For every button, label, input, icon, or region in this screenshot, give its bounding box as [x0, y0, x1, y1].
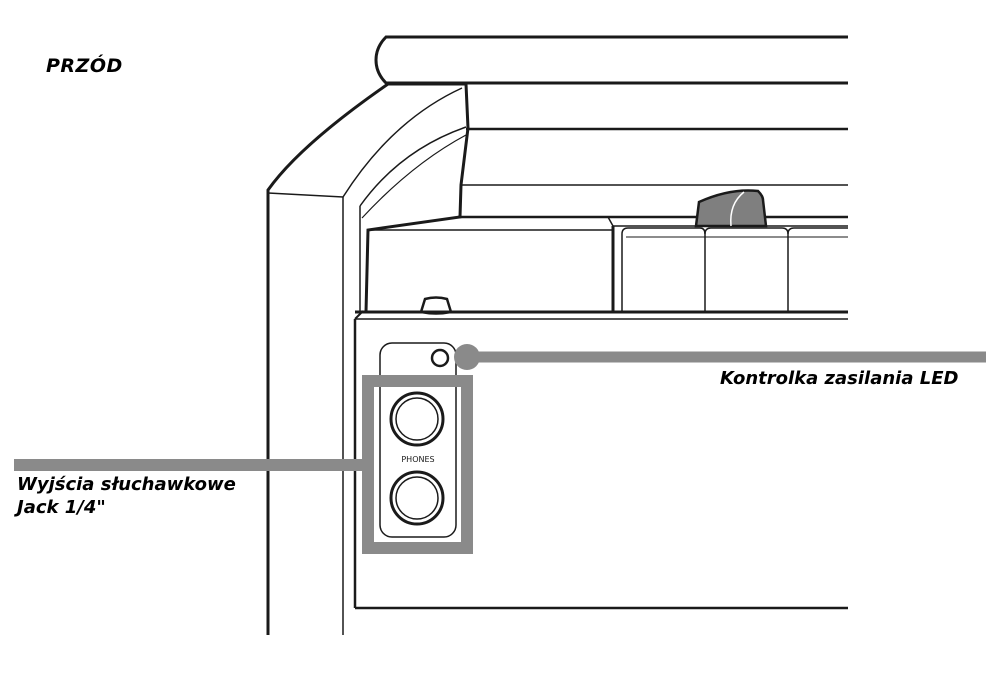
piano-lid [374, 35, 848, 219]
headphone-jack-icon [389, 391, 445, 447]
headphone-jack-icon [389, 470, 445, 526]
front-label: PRZÓD [46, 55, 123, 77]
phones-label-line1: Wyjścia słuchawkowe [17, 474, 236, 495]
volume-knob [694, 189, 768, 228]
power-led-icon [430, 348, 450, 368]
panel-phones-text: PHONES [401, 455, 434, 464]
phones-output-label: Wyjścia słuchawkowe Jack 1/4" [17, 473, 236, 519]
phones-label-line2: Jack 1/4" [17, 497, 106, 518]
callout-led [454, 344, 986, 370]
power-led-label: Kontrolka zasilania LED [720, 368, 959, 389]
jack-plate: PHONES [379, 342, 457, 538]
piano-side-panel [266, 82, 470, 635]
callout-phones [14, 375, 473, 554]
